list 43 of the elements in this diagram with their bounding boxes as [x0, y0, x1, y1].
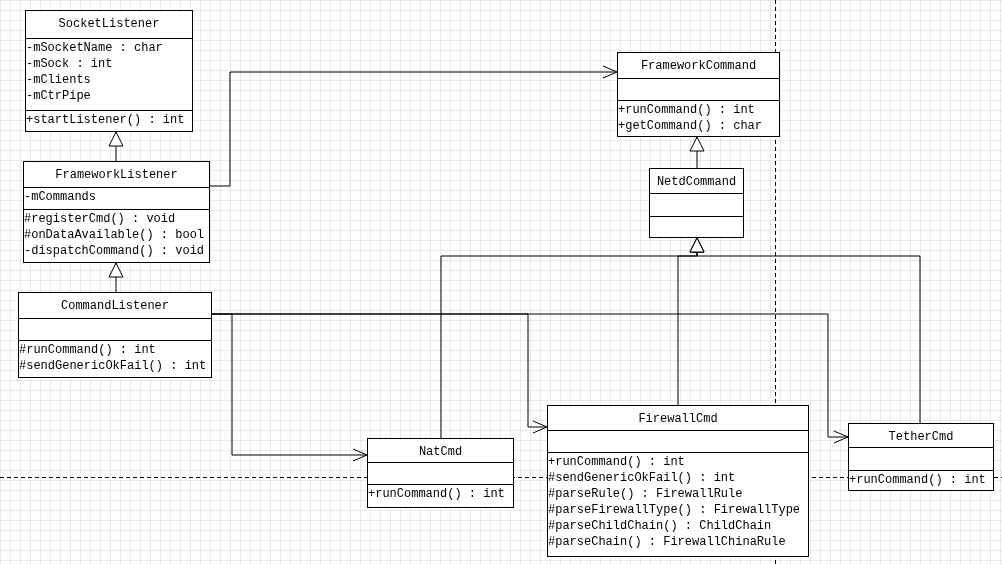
member-text: -mClients	[26, 72, 91, 88]
member-text: -mSock : int	[26, 56, 113, 72]
class-name: NatCmd	[418, 444, 463, 460]
member-text: +runCommand() : int	[849, 472, 986, 488]
member-text: #runCommand() : int	[19, 342, 156, 358]
class-box	[25, 10, 193, 132]
member-text: +runCommand() : int	[548, 454, 685, 470]
member-text: +runCommand() : int	[618, 102, 755, 118]
class-box	[547, 405, 809, 557]
class-box	[23, 161, 210, 263]
class-box	[18, 292, 212, 378]
inheritance-arrow	[108, 131, 124, 162]
member-text: #sendGenericOkFail() : int	[548, 470, 736, 486]
member-text: +runCommand() : int	[368, 486, 505, 502]
class-name: CommandListener	[61, 298, 169, 314]
class-name: TetherCmd	[888, 429, 954, 445]
class-name: FrameworkCommand	[640, 58, 757, 74]
member-text: #registerCmd() : void	[24, 211, 176, 227]
class-name: FrameworkListener	[55, 167, 178, 183]
member-text: -mCommands	[24, 189, 96, 205]
association-arrow	[209, 65, 618, 187]
member-text: -mCtrPipe	[26, 88, 91, 104]
member-text: -mSocketName : char	[26, 40, 163, 56]
member-text: #parseFirewallType() : FirewallType	[548, 502, 801, 518]
member-text: #parseChildChain() : ChildChain	[548, 518, 772, 534]
member-text: -dispatchCommand() : void	[24, 243, 205, 259]
inheritance-arrow	[108, 262, 124, 293]
member-text: #parseChain() : FirewallChinaRule	[548, 534, 786, 550]
member-text: #onDataAvailable() : bool	[24, 227, 205, 243]
class-box	[367, 438, 514, 508]
class-name: FirewallCmd	[638, 411, 718, 427]
member-text: +getCommand() : char	[618, 118, 763, 134]
inheritance-arrow	[689, 136, 705, 169]
class-box	[848, 423, 994, 491]
class-box	[649, 168, 744, 238]
association-arrow	[211, 313, 849, 444]
class-name: NetdCommand	[656, 174, 737, 190]
member-text: +startListener() : int	[26, 112, 185, 128]
class-name: SocketListener	[58, 16, 160, 32]
class-box	[617, 52, 780, 137]
member-text: #sendGenericOkFail() : int	[19, 358, 207, 374]
inheritance-arrow	[689, 237, 921, 424]
member-text: #parseRule() : FirewallRule	[548, 486, 743, 502]
